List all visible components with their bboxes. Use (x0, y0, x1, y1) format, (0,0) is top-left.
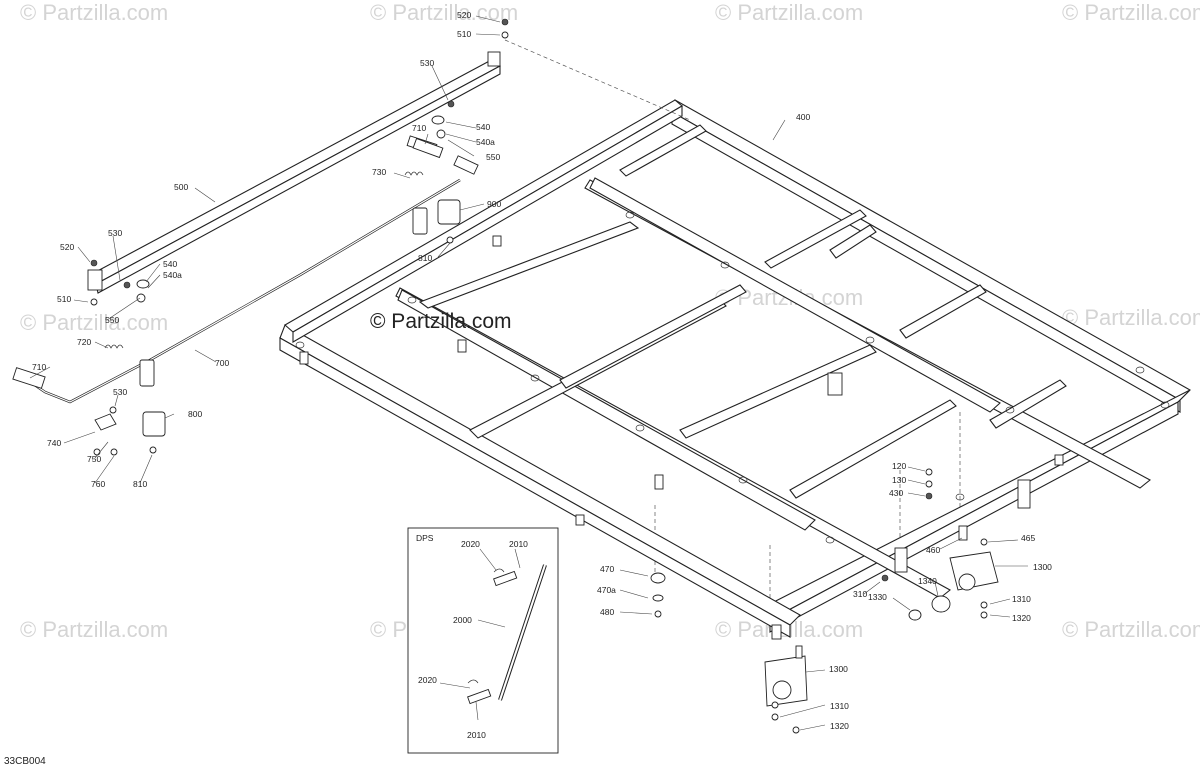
callout-label: 430 (889, 488, 903, 498)
callout-label: 530 (113, 387, 127, 397)
callout-label: 310 (853, 589, 867, 599)
watermark-layer: © Partzilla.com © Partzilla.com © Partzi… (20, 0, 1200, 642)
watermark-text: © Partzilla.com (1062, 617, 1200, 642)
callout-label: 730 (372, 167, 386, 177)
leader-lines (29, 15, 1028, 731)
callout-label: 540 (163, 259, 177, 269)
callout-label: 465 (1021, 533, 1035, 543)
callout-label: 900 (487, 199, 501, 209)
callout-label: 540a (476, 137, 495, 147)
callout-label: 720 (77, 337, 91, 347)
callout-label: 1300 (829, 664, 848, 674)
callout-label: 2020 (418, 675, 437, 685)
callout-label: 540 (476, 122, 490, 132)
callout-label: 510 (457, 29, 471, 39)
callout-label: 550 (486, 152, 500, 162)
callout-label: 2020 (461, 539, 480, 549)
callout-label: 760 (91, 479, 105, 489)
callout-label: 1320 (830, 721, 849, 731)
callout-label: 520 (60, 242, 74, 252)
callout-label: 1310 (1012, 594, 1031, 604)
callout-label: 740 (47, 438, 61, 448)
watermark-text: © Partzilla.com (1062, 305, 1200, 330)
box-frame-400 (279, 99, 1191, 640)
callout-label: 1320 (1012, 613, 1031, 623)
callout-label: 700 (215, 358, 229, 368)
callout-label: 520 (457, 10, 471, 20)
callout-label: 810 (418, 253, 432, 263)
callout-label: 550 (105, 315, 119, 325)
callout-label: 1310 (830, 701, 849, 711)
callout-label: 710 (412, 123, 426, 133)
callout-label: 530 (420, 58, 434, 68)
hardware-parts (90, 18, 999, 734)
diagram-code: 33CB004 (4, 756, 46, 767)
watermark-text: © Partzilla.com (370, 0, 518, 25)
dps-inset-title: DPS (416, 533, 434, 543)
callout-label: 470a (597, 585, 616, 595)
dps-inset: DPS (407, 527, 559, 754)
callout-label: 1340 (918, 576, 937, 586)
callout-label: 480 (600, 607, 614, 617)
callout-label: 530 (108, 228, 122, 238)
callout-label: 540a (163, 270, 182, 280)
callout-label: 1330 (868, 592, 887, 602)
watermark-text: © Partzilla.com (20, 310, 168, 335)
watermark-text: © Partzilla.com (1062, 0, 1200, 25)
callout-label: 400 (796, 112, 810, 122)
watermark-text: © Partzilla.com (20, 0, 168, 25)
callout-label: 130 (892, 475, 906, 485)
side-rail-500 (87, 51, 501, 294)
callout-label: 2010 (509, 539, 528, 549)
callout-labels: 520 510 530 540 540a 550 710 730 900 810… (32, 10, 1052, 740)
callout-label: 750 (87, 454, 101, 464)
callout-label: 500 (174, 182, 188, 192)
callout-label: 510 (57, 294, 71, 304)
callout-label: 460 (926, 545, 940, 555)
callout-label: 1300 (1033, 562, 1052, 572)
watermark-text: © Partzilla.com (20, 617, 168, 642)
callout-label: 470 (600, 564, 614, 574)
callout-label: 800 (188, 409, 202, 419)
callout-label: 710 (32, 362, 46, 372)
callout-label: 2000 (453, 615, 472, 625)
callout-label: 2010 (467, 730, 486, 740)
callout-label: 120 (892, 461, 906, 471)
callout-label: 810 (133, 479, 147, 489)
watermark-text: © Partzilla.com (715, 0, 863, 25)
watermark-main: © Partzilla.com (370, 310, 512, 333)
